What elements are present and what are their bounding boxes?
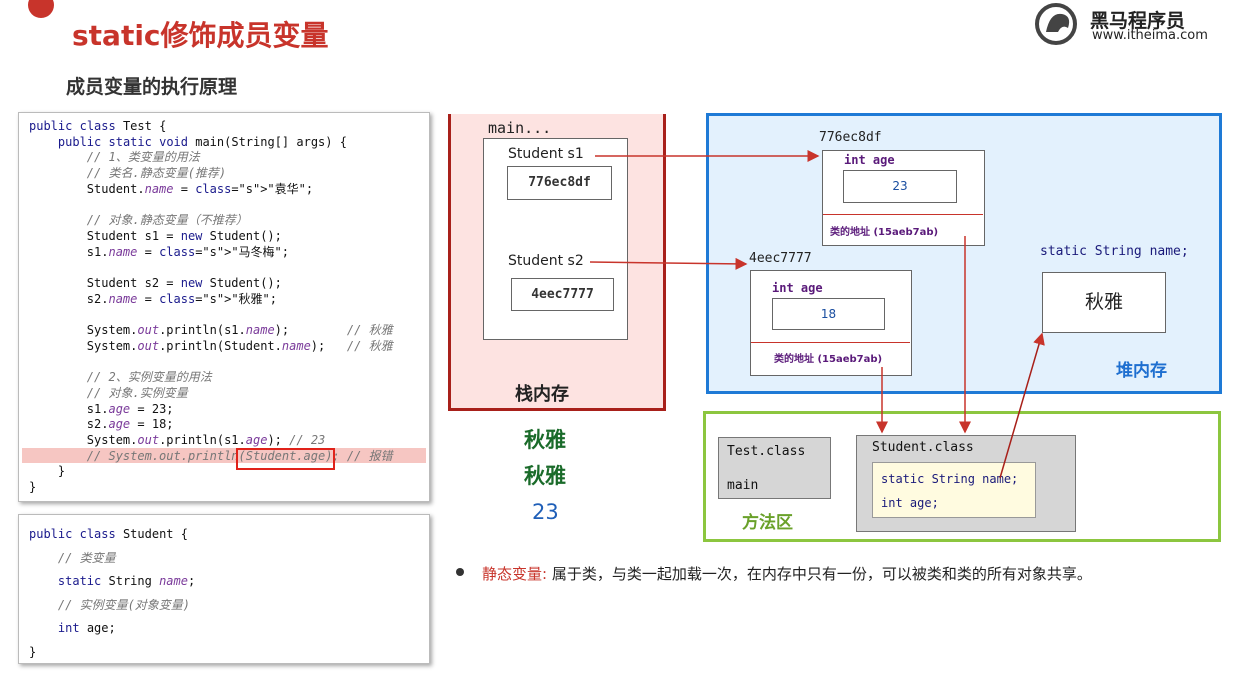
student-code-line: } (29, 644, 37, 659)
student-class-label: Student.class (872, 440, 974, 455)
test-code-line: // 对象.静态变量（不推荐） (86, 213, 248, 228)
student-code-line: static String name; (57, 574, 196, 589)
test-code-line: // 类名.静态变量(推荐) (86, 166, 227, 181)
heap-memory-label: 堆内存 (1116, 361, 1167, 381)
student-code-block: public class Student { // 类变量 static Str… (29, 523, 195, 665)
test-code-line: Student s2 = new Student(); (29, 276, 282, 291)
note-term: 静态变量: (482, 565, 548, 583)
heap-obj2-field: int age (772, 281, 823, 295)
test-code-panel (18, 112, 430, 502)
heap-obj2-divider (751, 342, 910, 343)
heap-static-declaration: static String name; (1040, 244, 1189, 259)
student-code-line: // 类变量 (57, 550, 116, 565)
test-code-line: public static void main(String[] args) { (57, 134, 347, 149)
arrow-static-field-to-heap (999, 332, 1045, 479)
error-line-highlight (22, 448, 426, 463)
page-title: static修饰成员变量 (72, 19, 329, 52)
heap-obj1-field: int age (844, 153, 895, 167)
heap-obj1-address: 776ec8df (819, 130, 882, 145)
student-class-fields (872, 462, 1036, 518)
arrow-s2-to-obj2 (589, 257, 748, 270)
heap-obj2-value: 18 (772, 298, 885, 330)
student-code-panel (18, 514, 430, 664)
logo-name: 黑马程序员 (1090, 10, 1186, 32)
test-code-line: } (29, 464, 66, 479)
student-code-line: // 实例变量(对象变量) (57, 597, 191, 612)
heap-static-value: 秋雅 (1042, 272, 1166, 333)
test-code-line: } (29, 480, 37, 495)
stack-memory-label: 栈内存 (515, 384, 569, 405)
test-code-line: System.out.println(Student.name); // 秋雅 (29, 338, 393, 353)
test-code-line: // 2、实例变量的用法 (86, 370, 212, 385)
test-main-label: main (727, 478, 759, 493)
static-note: 静态变量: 属于类，与类一起加载一次，在内存中只有一份，可以被类和类的所有对象共… (482, 563, 1092, 584)
stack-s1-label: Student s1 (508, 146, 584, 162)
stack-s2-label: Student s2 (508, 253, 584, 269)
test-code-line: s1.name = class="s">"马冬梅"; (29, 244, 290, 259)
student-instance-field: int age; (881, 496, 939, 510)
test-code-line: System.out.println(s1.age); // 23 (29, 433, 326, 448)
test-code-line: s2.name = class="s">"秋雅"; (29, 291, 278, 306)
output-line-1: 秋雅 (524, 428, 566, 452)
note-text: 属于类，与类一起加载一次，在内存中只有一份，可以被类和类的所有对象共享。 (551, 565, 1092, 583)
test-code-line: Student.name = class="s">"袁华"; (29, 181, 314, 196)
bullet-icon (456, 568, 464, 576)
stack-frame-label: main... (488, 119, 552, 137)
test-code-line: // 1、类变量的用法 (86, 150, 200, 165)
heap-obj1-value: 23 (843, 170, 957, 203)
student-static-field: static String name; (881, 472, 1019, 486)
decorative-dot (28, 0, 54, 18)
output-line-2: 秋雅 (524, 464, 566, 488)
heap-obj1-class-address: 类的地址 (15aeb7ab) (830, 227, 939, 238)
student-code-line: int age; (57, 621, 116, 636)
test-class-label: Test.class (727, 444, 806, 459)
heap-obj1-divider (823, 214, 983, 215)
test-code-line: Student s1 = new Student(); (29, 228, 282, 243)
test-code-line: System.out.println(s1.name); // 秋雅 (29, 323, 393, 338)
logo-url: www.itheima.com (1092, 28, 1208, 43)
page-subtitle: 成员变量的执行原理 (66, 76, 238, 98)
method-area-label: 方法区 (742, 513, 793, 533)
heap-obj2-class-address: 类的地址 (15aeb7ab) (774, 354, 883, 365)
test-code-line: s1.age = 23; (29, 401, 174, 416)
test-class-box (718, 437, 831, 499)
output-line-3: 23 (532, 500, 559, 524)
heap-obj2-address: 4eec7777 (749, 251, 812, 266)
stack-s1-value: 776ec8df (507, 166, 612, 200)
test-code-line: // System.out.println(Student.age); // 报… (86, 448, 393, 463)
test-code-block: public class Test { public static void m… (29, 119, 393, 496)
stack-s2-value: 4eec7777 (511, 278, 614, 311)
logo-icon (1035, 3, 1077, 45)
error-highlight-box (236, 448, 335, 470)
test-code-line: // 对象.实例变量 (86, 385, 188, 400)
test-code-line: s2.age = 18; (29, 417, 174, 432)
student-code-line: public class Student { (29, 527, 188, 541)
test-code-line: public class Test { (29, 119, 167, 133)
